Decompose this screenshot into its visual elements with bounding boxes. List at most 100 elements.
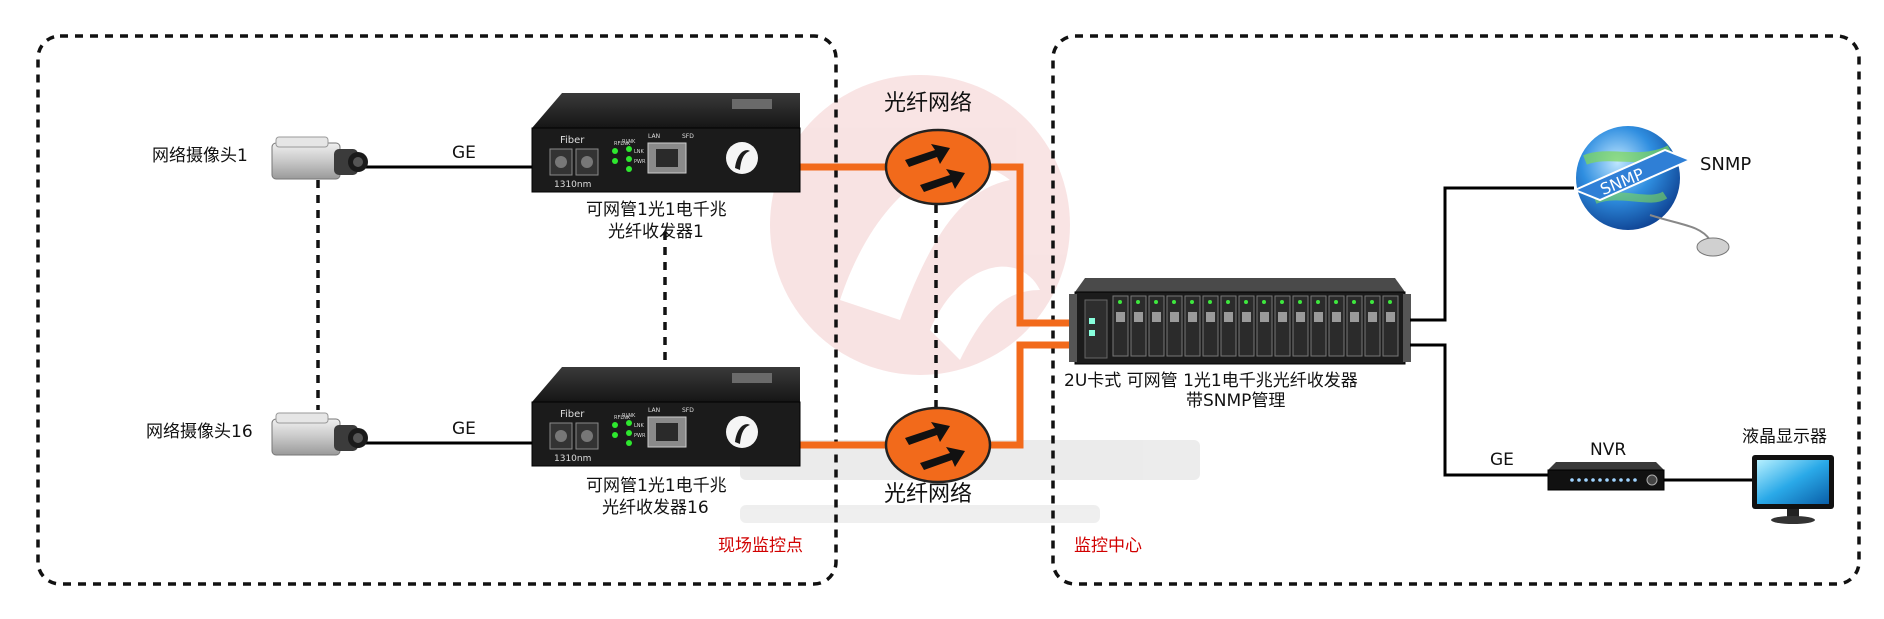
- chassis-card-led: [1280, 300, 1284, 304]
- chassis-card-port: [1368, 312, 1377, 322]
- nvr-device: [1547, 462, 1665, 491]
- converter1-front-fiber: Fiber: [560, 135, 585, 146]
- chassis-card-led: [1190, 300, 1194, 304]
- chassis-card-slot: [1256, 295, 1273, 357]
- fiber-link-1b: [988, 163, 1075, 327]
- nvr-led: [1633, 478, 1637, 482]
- chassis-card-port: [1188, 312, 1197, 322]
- converter1-port-lan: LAN: [648, 133, 660, 140]
- chassis-card-port: [1350, 312, 1359, 322]
- converter-16: Fiber 1310nm RFLNK RLNK LNK PWR LAN SFD: [531, 367, 801, 467]
- nvr-led: [1605, 478, 1609, 482]
- nvr-led: [1584, 478, 1588, 482]
- chassis-card-led: [1136, 300, 1140, 304]
- chassis-card-slot: [1364, 295, 1381, 357]
- converter1-label-line1: 可网管1光1电千兆: [586, 200, 727, 220]
- chassis-card-led: [1298, 300, 1302, 304]
- chassis-card-port: [1224, 312, 1233, 322]
- chassis-card-port: [1332, 312, 1341, 322]
- chassis-card-slot: [1238, 295, 1255, 357]
- chassis-card-port: [1206, 312, 1215, 322]
- network2-arrow-icon: [905, 422, 950, 445]
- fiber-network-2-label: 光纤网络: [884, 482, 972, 507]
- chassis-card-slot: [1184, 295, 1201, 357]
- converter16-front-fiber: Fiber: [560, 409, 585, 420]
- camera16-label: 网络摄像头16: [146, 422, 253, 442]
- converter1-label-line2: 光纤收发器1: [608, 222, 704, 242]
- converter16-led-b: RLNK: [622, 413, 636, 419]
- nvr-led: [1577, 478, 1581, 482]
- camera-1: [271, 136, 368, 180]
- chassis-label-line2: 带SNMP管理: [1186, 391, 1285, 411]
- nvr-link-label: GE: [1490, 450, 1514, 470]
- chassis-card-slot: [1148, 295, 1165, 357]
- chassis-card-slot: [1328, 295, 1345, 357]
- nvr-led: [1619, 478, 1623, 482]
- converter16-led-c: LNK: [634, 423, 645, 429]
- chassis-card-slot: [1382, 295, 1399, 357]
- chassis-card-slot: [1310, 295, 1327, 357]
- chassis-card-led: [1172, 300, 1176, 304]
- chassis-card-port: [1152, 312, 1161, 322]
- chassis-card-port: [1278, 312, 1287, 322]
- chassis-card-port: [1242, 312, 1251, 322]
- chassis-card-led: [1244, 300, 1248, 304]
- fiber-network-1: [884, 128, 992, 206]
- fiber-network-2: [884, 406, 992, 484]
- chassis-card-led: [1388, 300, 1392, 304]
- nvr-leds: [1570, 478, 1637, 482]
- chassis-card-port: [1296, 312, 1305, 322]
- network1-arrow2-icon: [920, 169, 965, 192]
- chassis-card-port: [1170, 312, 1179, 322]
- chassis-card-slot: [1220, 295, 1237, 357]
- nvr-led: [1570, 478, 1574, 482]
- chassis-card-slot: [1292, 295, 1309, 357]
- chassis-card-led: [1316, 300, 1320, 304]
- chassis-card-slot: [1166, 295, 1183, 357]
- chassis-card-led: [1154, 300, 1158, 304]
- chassis-card-led: [1208, 300, 1212, 304]
- converter1-led-b: RLNK: [622, 139, 636, 145]
- chassis-card-port: [1314, 312, 1323, 322]
- fiber-link-16b: [988, 341, 1075, 449]
- camera-16: [271, 412, 368, 456]
- nvr-led: [1626, 478, 1630, 482]
- chassis-card-port: [1134, 312, 1143, 322]
- snmp-link: [1410, 186, 1574, 322]
- chassis-card-led: [1370, 300, 1374, 304]
- converter16-led-a: RFLNK: [614, 415, 631, 421]
- chassis-card-port: [1386, 312, 1395, 322]
- chassis-card-led: [1226, 300, 1230, 304]
- mouse-icon: [1696, 237, 1730, 257]
- zone-site-label: 现场监控点: [718, 536, 803, 556]
- camera1-label: 网络摄像头1: [152, 146, 248, 166]
- nvr-link: [1410, 343, 1548, 477]
- chassis-card-slot: [1274, 295, 1291, 357]
- lcd-monitor: [1752, 455, 1834, 524]
- converter-1: Fiber 1310nm RFLNK RLNK LNK PWR LAN SFD: [531, 93, 801, 193]
- chassis-card-slot: [1346, 295, 1363, 357]
- converter1-led-a: RFLNK: [614, 141, 631, 147]
- chassis-card-port: [1260, 312, 1269, 322]
- snmp-label: SNMP: [1700, 154, 1751, 175]
- converter1-led-d: PWR: [634, 159, 646, 165]
- converter16-port-sfd: SFD: [682, 407, 694, 414]
- nvr-label: NVR: [1590, 440, 1626, 460]
- nvr-led: [1612, 478, 1616, 482]
- chassis-card-led: [1334, 300, 1338, 304]
- chassis-slots: [1112, 295, 1399, 357]
- monitor-label: 液晶显示器: [1742, 427, 1827, 447]
- zone-center-label: 监控中心: [1074, 536, 1142, 556]
- converter1-led-c: LNK: [634, 149, 645, 155]
- network2-arrow2-icon: [920, 447, 965, 470]
- camera16-link-label: GE: [452, 419, 476, 439]
- converter16-front-wavelength: 1310nm: [554, 454, 591, 464]
- converter16-label-line1: 可网管1光1电千兆: [586, 476, 727, 496]
- fiber-network-1-label: 光纤网络: [884, 91, 972, 116]
- converter1-port-sfd: SFD: [682, 133, 694, 140]
- chassis-card-slot: [1202, 295, 1219, 357]
- zone-center-border: [1051, 34, 1861, 586]
- converter16-label-line2: 光纤收发器16: [602, 498, 709, 518]
- watermark-logo: [770, 75, 1070, 375]
- camera1-link-label: GE: [452, 143, 476, 163]
